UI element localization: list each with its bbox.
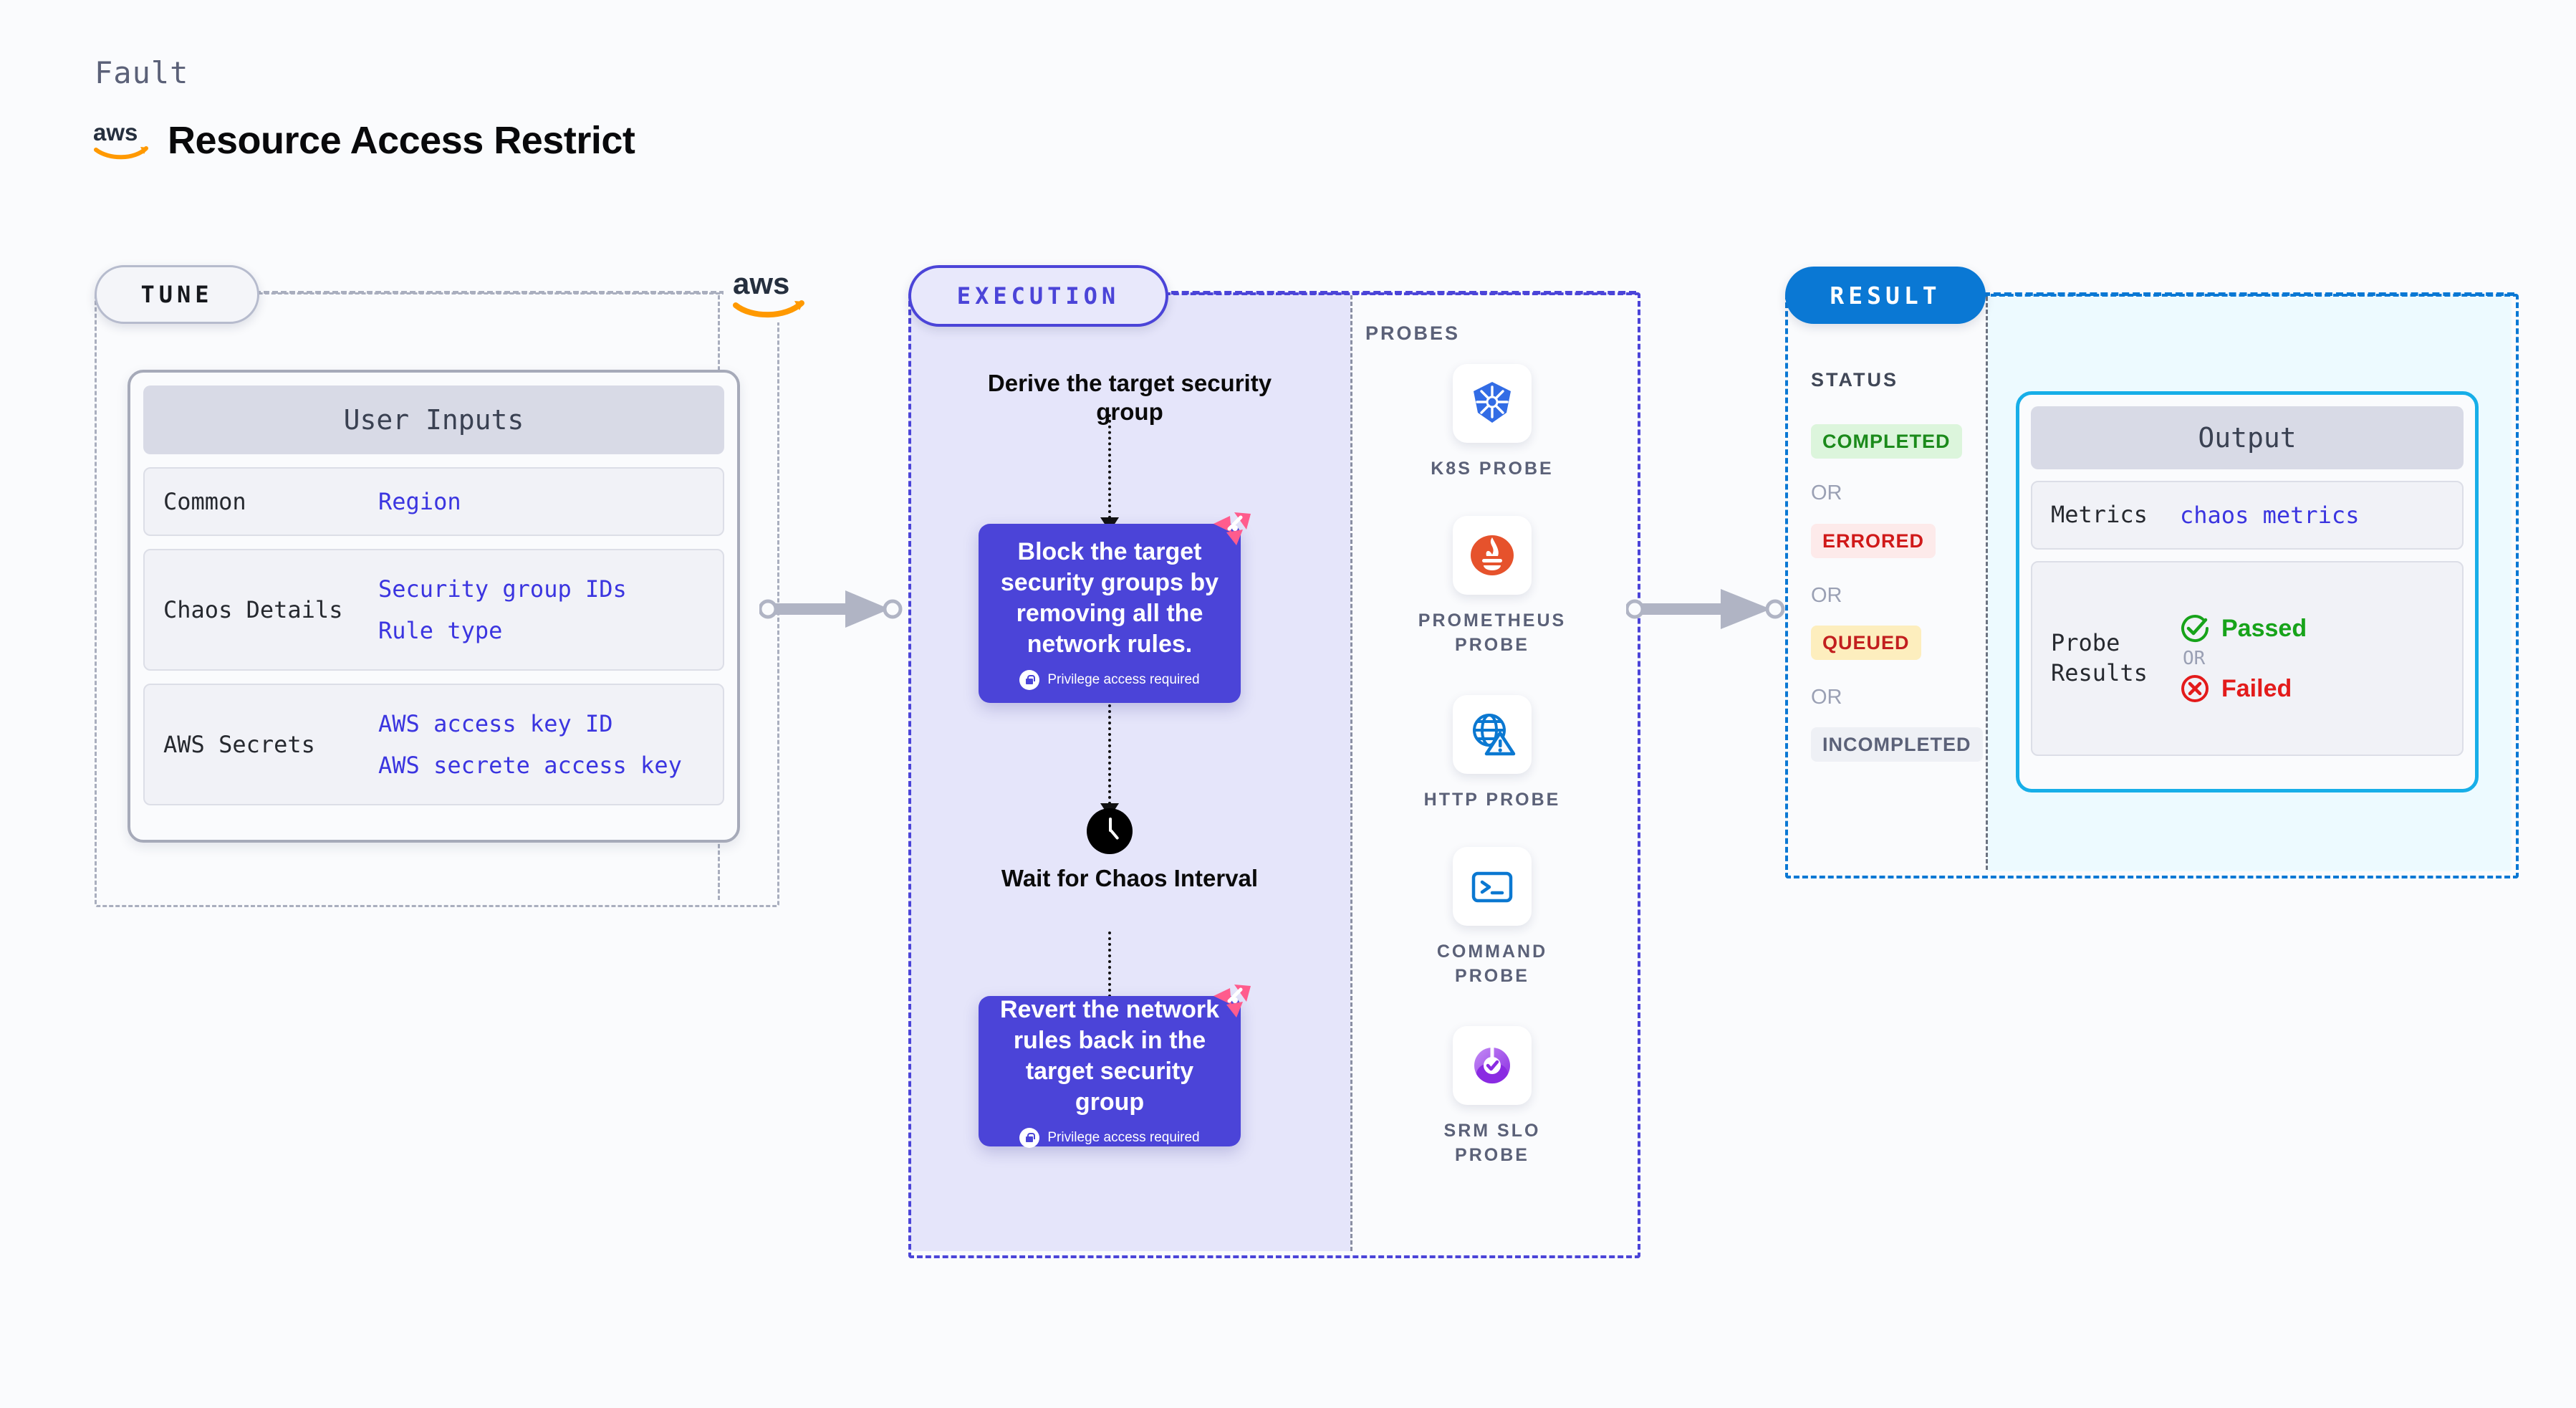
harness-logo-icon [1213, 985, 1251, 1017]
probe-item-k8s[interactable]: K8S PROBE [1406, 364, 1578, 482]
table-row: AWS Secrets AWS access key ID AWS secret… [143, 684, 724, 805]
status-badge-incompleted: INCOMPLETED [1811, 727, 1983, 762]
flow-connector-2 [1108, 704, 1111, 805]
prometheus-icon [1453, 516, 1532, 595]
terminal-icon [1453, 847, 1532, 926]
input-value[interactable]: AWS secrete access key [378, 752, 682, 779]
status-badge-completed: COMPLETED [1811, 424, 1962, 459]
user-inputs-card: User Inputs Common Region Chaos Details … [128, 370, 740, 843]
stage-pill-execution[interactable]: EXECUTION [908, 265, 1168, 327]
input-group-key: Common [163, 488, 246, 515]
execution-step-derive: Derive the target security group [987, 370, 1272, 426]
probe-label: SRM SLO PROBE [1443, 1121, 1541, 1165]
result-output-divider [1986, 297, 1988, 870]
x-circle-icon [2181, 675, 2209, 702]
probe-item-http[interactable]: HTTP PROBE [1406, 695, 1578, 813]
check-circle-icon [2181, 615, 2209, 643]
svg-text:aws: aws [733, 268, 789, 300]
lock-icon [1019, 669, 1040, 690]
output-probe-results-key: Probe Results [2051, 629, 2148, 686]
input-value[interactable]: Region [378, 488, 461, 515]
probe-item-command[interactable]: COMMAND PROBE [1406, 847, 1578, 989]
probe-item-prometheus[interactable]: PROMETHEUS PROBE [1406, 516, 1578, 658]
result-dashed-top [1983, 292, 2514, 296]
output-row-probe-results: Probe Results Passed OR Failed [2031, 561, 2464, 756]
page-title: Resource Access Restrict [168, 119, 635, 162]
harness-logo-icon [1213, 512, 1251, 545]
clock-icon [1087, 808, 1133, 854]
execution-dashed-top [1160, 291, 1636, 294]
kubernetes-icon [1453, 364, 1532, 443]
output-row-metrics: Metrics chaos metrics [2031, 481, 2464, 550]
probes-title: PROBES [1365, 322, 1461, 344]
fault-card-text: Revert the network rules back in the tar… [999, 996, 1220, 1116]
output-card: Output Metrics chaos metrics Probe Resul… [2016, 391, 2479, 792]
input-value[interactable]: Security group IDs [378, 575, 627, 603]
flow-connector-1 [1108, 414, 1111, 519]
probe-result-passed: Passed [2180, 613, 2307, 643]
output-title: Output [2031, 406, 2464, 469]
input-value[interactable]: AWS access key ID [378, 710, 613, 737]
privilege-note: Privilege access required [1047, 1129, 1200, 1145]
aws-logo-icon-tune: aws [724, 264, 814, 322]
or-label: OR [1811, 482, 1842, 504]
connector-execution-to-result [1626, 589, 1785, 629]
table-row: Chaos Details Security group IDs Rule ty… [143, 549, 724, 671]
probe-item-srm-slo[interactable]: SRM SLO PROBE [1406, 1026, 1578, 1168]
probe-label: HTTP PROBE [1423, 790, 1561, 810]
probe-label: PROMETHEUS PROBE [1418, 610, 1567, 655]
status-badge-errored: ERRORED [1811, 524, 1936, 558]
tune-dashed-top [255, 291, 777, 294]
status-badge-queued: QUEUED [1811, 626, 1921, 660]
lock-icon [1019, 1127, 1040, 1148]
fault-card-revert[interactable]: Revert the network rules back in the tar… [979, 985, 1251, 1148]
input-group-key: Chaos Details [163, 596, 343, 623]
output-or-label: OR [2183, 648, 2206, 669]
output-metrics-value[interactable]: chaos metrics [2180, 502, 2360, 529]
globe-warning-icon [1453, 695, 1532, 774]
table-row: Common Region [143, 467, 724, 536]
probe-label: K8S PROBE [1431, 459, 1554, 479]
fault-card-block[interactable]: Block the target security groups by remo… [979, 512, 1251, 703]
probe-label: COMMAND PROBE [1436, 942, 1548, 986]
input-group-key: AWS Secrets [163, 731, 315, 758]
svg-text:aws: aws [93, 121, 138, 145]
connector-tune-to-execution [759, 590, 903, 628]
or-label: OR [1811, 686, 1842, 709]
flow-connector-3 [1108, 932, 1111, 1038]
input-value[interactable]: Rule type [378, 617, 503, 644]
probe-result-failed: Failed [2180, 674, 2307, 704]
or-label: OR [1811, 584, 1842, 607]
status-title: STATUS [1811, 369, 1898, 391]
execution-probes-divider [1350, 295, 1352, 1251]
fault-label: Fault [95, 55, 189, 90]
aws-logo-icon: aws [93, 121, 149, 160]
stage-pill-result[interactable]: RESULT [1785, 267, 1986, 324]
page-title-row: aws Resource Access Restrict [93, 118, 635, 163]
user-inputs-title: User Inputs [143, 385, 724, 454]
wait-for-chaos-interval-label: Wait for Chaos Interval [1001, 865, 1259, 891]
stage-pill-tune[interactable]: TUNE [95, 265, 259, 324]
failed-label: Failed [2221, 674, 2292, 702]
privilege-note: Privilege access required [1047, 671, 1200, 687]
srm-slo-icon [1453, 1026, 1532, 1105]
fault-card-text: Block the target security groups by remo… [1000, 538, 1219, 658]
passed-label: Passed [2221, 614, 2307, 642]
output-metrics-key: Metrics [2051, 501, 2148, 529]
